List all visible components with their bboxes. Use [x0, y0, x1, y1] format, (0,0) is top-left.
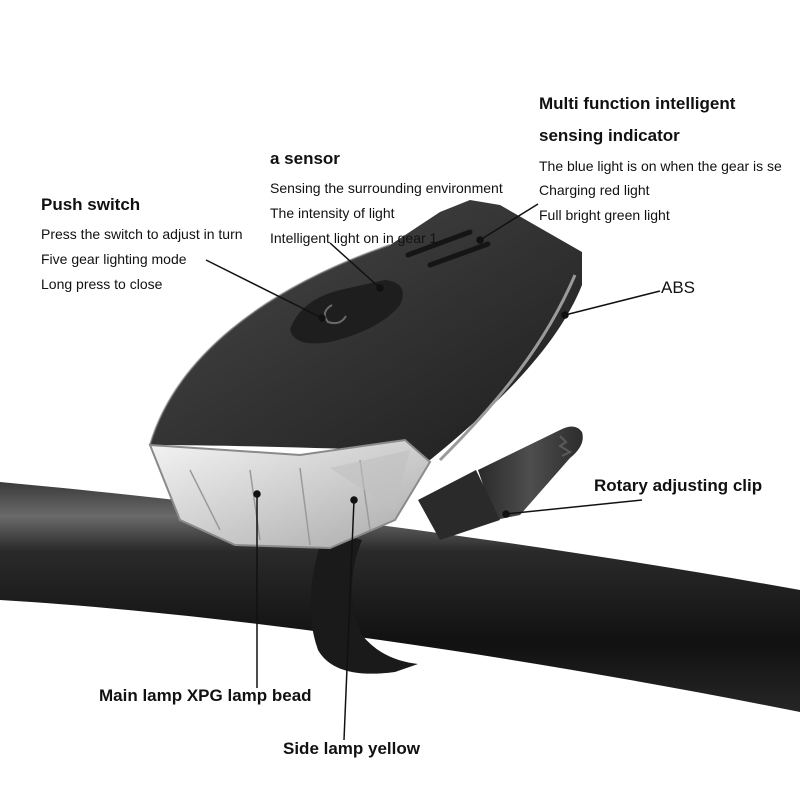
- push-switch-line-2: Five gear lighting mode: [41, 251, 187, 267]
- rotary-clip-shape: [478, 426, 583, 520]
- sensor-title: a sensor: [270, 149, 340, 168]
- leader-sensor: [329, 242, 381, 289]
- main-lamp-label: Main lamp XPG lamp bead: [99, 686, 312, 705]
- leader-side-lamp: [343, 499, 355, 741]
- leader-indicator: [479, 203, 539, 241]
- indicator-line-1: The blue light is on when the gear is se: [539, 158, 782, 174]
- push-switch-title: Push switch: [41, 195, 141, 214]
- rubber-strap: [310, 530, 418, 674]
- leader-abs: [564, 290, 661, 316]
- indicator-line-3: Full bright green light: [539, 207, 670, 223]
- indicator-title-line-1: Multi function intelligent: [539, 94, 736, 113]
- rotary-clip-label: Rotary adjusting clip: [594, 476, 763, 495]
- push-switch-button: [290, 280, 403, 344]
- indicator-line-2: Charging red light: [539, 182, 650, 198]
- push-switch-line-1: Press the switch to adjust in turn: [41, 226, 243, 242]
- abs-label: ABS: [661, 278, 696, 297]
- indicator-slot: [405, 229, 473, 258]
- leader-clip: [505, 499, 643, 515]
- leader-push-switch: [205, 259, 323, 319]
- sensor-line-2: The intensity of light: [270, 205, 395, 221]
- indicator-title-line-2: sensing indicator: [539, 126, 680, 145]
- lamp-body: [150, 200, 582, 460]
- side-lamp-label: Side lamp yellow: [283, 739, 420, 758]
- sensor-line-3: Intelligent light on in gear 1: [270, 230, 438, 246]
- sensor-line-1: Sensing the surrounding environment: [270, 180, 503, 196]
- push-switch-line-3: Long press to close: [41, 276, 163, 292]
- handlebar-tube: [0, 482, 800, 712]
